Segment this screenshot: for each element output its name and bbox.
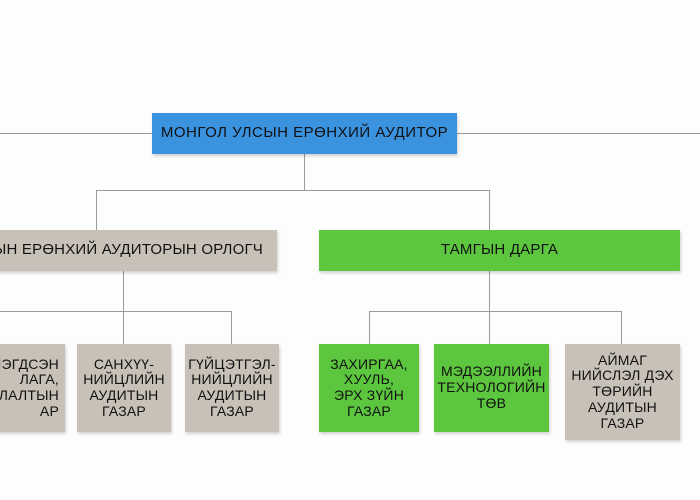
node-it-line: МЭДЭЭЛЛИЙН xyxy=(440,363,542,380)
node-it-line: ТӨВ xyxy=(476,394,507,411)
node-partial-unit[interactable]: НЭГДСЭН ЛАГА, ЛАЛТЫН АР xyxy=(0,344,65,432)
connector-to-deputy xyxy=(96,190,97,230)
node-partial-line: АР xyxy=(39,402,59,419)
node-finance-line: САНХҮҮ- xyxy=(93,355,155,372)
node-finance-line: ГАЗАР xyxy=(102,402,146,419)
node-aimag-text: АЙМАГ НИЙСЛЭЛ ДЭХ ТӨРИЙН АУДИТЫН ГАЗАР xyxy=(571,351,674,431)
node-partial-line: ЛАГА, xyxy=(19,371,59,388)
node-aimag-line: ГАЗАР xyxy=(600,414,645,431)
node-it-center[interactable]: МЭДЭЭЛЛИЙН ТЕХНОЛОГИЙН ТӨВ xyxy=(434,344,549,432)
node-compliance-line: НИЙЦЛИЙН xyxy=(191,371,273,388)
node-finance-audit-dept[interactable]: САНХҮҮ- НИЙЦЛИЙН АУДИТЫН ГАЗАР xyxy=(77,344,171,432)
node-finance-line: НИЙЦЛИЙН xyxy=(83,371,165,388)
node-deputy-auditor-general[interactable]: УЛСЫН ЕРӨНХИЙ АУДИТОРЫН ОРЛОГЧ xyxy=(0,230,277,271)
connector-level2-bar xyxy=(96,190,489,191)
node-compliance-line: ГАЗАР xyxy=(210,402,254,419)
node-finance-line: АУДИТЫН xyxy=(89,387,159,403)
node-admin-line: ХУУЛЬ, xyxy=(343,371,395,388)
node-compliance-line: ГҮЙЦЭТГЭЛ- xyxy=(188,355,276,372)
node-admin-line: ЗАХИРГАА, xyxy=(330,355,408,372)
node-admin-text: ЗАХИРГАА, ХУУЛЬ, ЭРХ ЗҮЙН ГАЗАР xyxy=(330,355,408,420)
node-compliance-text: ГҮЙЦЭТГЭЛ- НИЙЦЛИЙН АУДИТЫН ГАЗАР xyxy=(188,355,276,420)
node-aimag-capital-audit-dept[interactable]: АЙМАГ НИЙСЛЭЛ ДЭХ ТӨРИЙН АУДИТЫН ГАЗАР xyxy=(565,344,680,440)
node-it-text: МЭДЭЭЛЛИЙН ТЕХНОЛОГИЙН ТӨВ xyxy=(437,364,545,411)
node-secretary-label: ТАМГЫН ДАРГА xyxy=(440,241,559,259)
connector-to-exec xyxy=(231,311,232,344)
connector-top-right-edge xyxy=(457,133,700,134)
node-partial-line: НЭГДСЭН xyxy=(0,355,59,372)
connector-secretary-down xyxy=(489,271,490,311)
connector-to-secretary xyxy=(489,190,490,230)
node-aimag-line: НИЙСЛЭЛ ДЭХ xyxy=(571,367,674,384)
connector-top-left-edge xyxy=(0,133,152,134)
node-compliance-audit-dept[interactable]: ГҮЙЦЭТГЭЛ- НИЙЦЛИЙН АУДИТЫН ГАЗАР xyxy=(185,344,279,432)
node-partial-line: ЛАЛТЫН xyxy=(0,387,59,403)
node-aimag-line: АЙМАГ xyxy=(598,351,647,368)
node-finance-text: САНХҮҮ- НИЙЦЛИЙН АУДИТЫН ГАЗАР xyxy=(83,355,165,420)
connector-deputy-down xyxy=(123,271,124,311)
connector-secretary-units-bar xyxy=(369,311,622,312)
node-deputy-label: УЛСЫН ЕРӨНХИЙ АУДИТОРЫН ОРЛОГЧ xyxy=(0,241,263,259)
node-aimag-line: АУДИТЫН xyxy=(587,398,657,415)
node-partial-unit-text: НЭГДСЭН ЛАГА, ЛАЛТЫН АР xyxy=(0,355,59,420)
node-secretary-general[interactable]: ТАМГЫН ДАРГА xyxy=(319,230,680,271)
node-admin-legal-dept[interactable]: ЗАХИРГАА, ХУУЛЬ, ЭРХ ЗҮЙН ГАЗАР xyxy=(319,344,419,432)
node-aimag-line: ТӨРИЙН xyxy=(592,383,653,400)
node-compliance-line: АУДИТЫН xyxy=(197,387,267,403)
node-admin-line: ГАЗАР xyxy=(347,402,391,419)
node-auditor-general[interactable]: МОНГОЛ УЛСЫН ЕРӨНХИЙ АУДИТОР xyxy=(152,113,457,154)
connector-to-finance xyxy=(123,311,124,344)
connector-to-admin xyxy=(369,311,370,344)
node-admin-line: ЭРХ ЗҮЙН xyxy=(333,387,404,403)
connector-to-aimag xyxy=(621,311,622,344)
connector-to-it xyxy=(489,311,490,344)
connector-deputy-units-bar xyxy=(0,311,232,312)
connector-top-down xyxy=(304,154,305,190)
node-auditor-general-label: МОНГОЛ УЛСЫН ЕРӨНХИЙ АУДИТОР xyxy=(160,124,449,142)
node-it-line: ТЕХНОЛОГИЙН xyxy=(437,379,546,396)
